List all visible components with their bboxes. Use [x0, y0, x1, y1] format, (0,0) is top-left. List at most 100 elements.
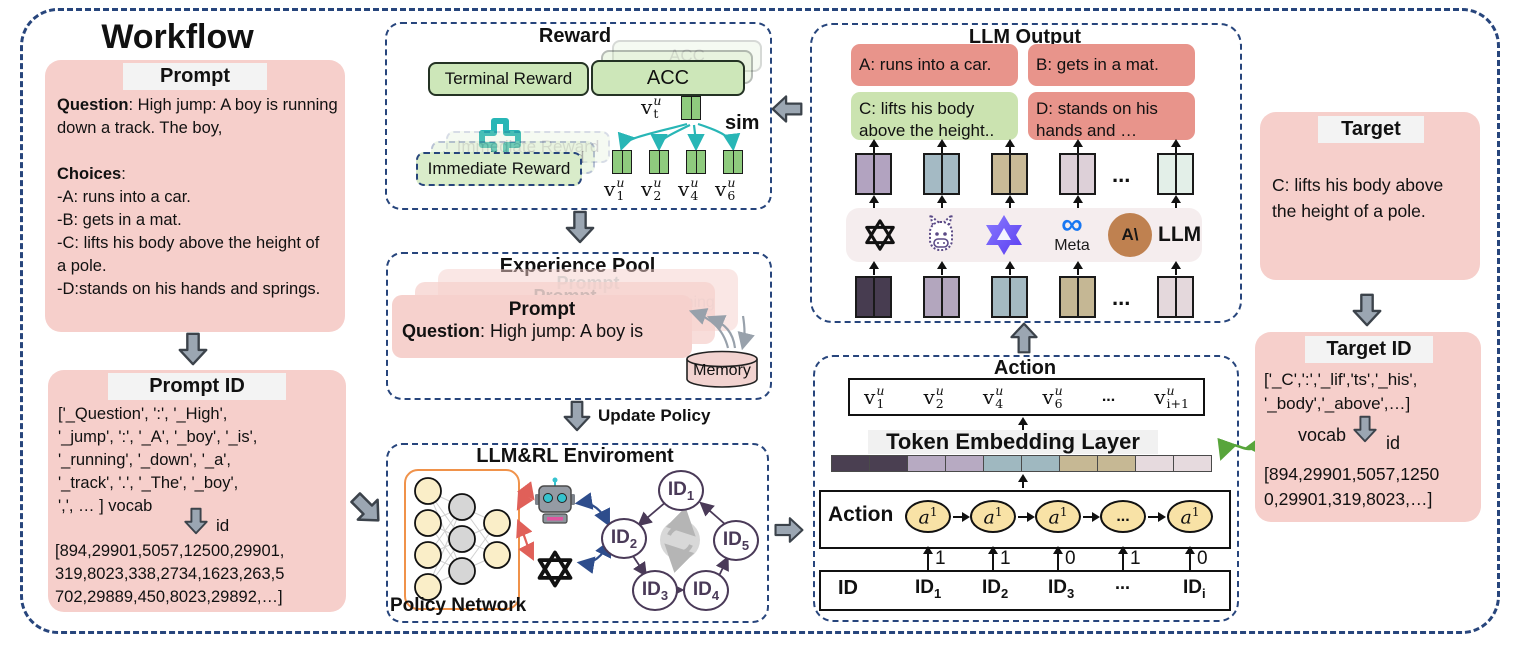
strip-cell [907, 455, 946, 472]
v1-sub: 1 [616, 188, 625, 204]
prompt-id-box [48, 370, 346, 612]
v4-base: v [678, 177, 690, 202]
action-token-a1: a1 [970, 500, 1016, 533]
a-base: a [1048, 506, 1060, 529]
prompt-choice-a: -A: runs into a car. [57, 188, 191, 206]
env-arrows-icon [516, 481, 729, 598]
v2-sub: 2 [653, 188, 662, 204]
arrow-action-to-llm-output-icon [1008, 321, 1040, 355]
gate-arrow-icon [988, 546, 998, 570]
v6-sup: u [727, 175, 736, 190]
v1-cell [612, 150, 632, 174]
id-base: ID [915, 577, 934, 598]
meta-infinity-glyph: ∞ [1061, 208, 1083, 241]
v4-cell [686, 150, 706, 174]
gate-value: 1 [935, 548, 946, 569]
prompt-question: Question: High jump: A boy is running do… [57, 94, 339, 140]
prompt-id-tokens-3: '_running', '_down', '_a', [58, 451, 232, 469]
id3-base: ID [641, 578, 661, 600]
sim-arrows-icon [617, 122, 741, 152]
strip-cell [869, 455, 908, 472]
prompt-choice-c: -C: lifts his body above the height of a… [57, 234, 320, 275]
prompt-id-ids-3: 702,29889,450,8023,29892,…] [55, 588, 283, 606]
env-node-id5: ID5 [713, 520, 759, 561]
a-sup: 1 [994, 504, 1003, 519]
experience-q-text: : High jump: A boy is [480, 321, 644, 341]
id-row-id2: ID2 [982, 577, 1008, 601]
up-arrow-icon [1073, 261, 1083, 275]
prompt-choices-colon: : [121, 165, 126, 183]
arrow-llm-output-to-reward-icon [770, 92, 804, 126]
action-token-a1: a1 [1167, 500, 1213, 533]
strip-cell [1135, 455, 1174, 472]
id3-sub: 3 [660, 587, 669, 603]
outer-dashed-border [20, 8, 1500, 634]
prompt-id-id-label: id [216, 516, 230, 535]
embedding-cell [855, 276, 892, 318]
a-sup: 1 [1191, 504, 1200, 519]
target-id-tokens-2: '_body','_above',…] [1264, 394, 1411, 413]
id2-base: ID [610, 526, 630, 548]
env-node-id2: ID2 [601, 518, 647, 559]
id5-base: ID [722, 528, 742, 550]
policy-network-label: Policy Network [390, 595, 527, 616]
strip-cell [1059, 455, 1098, 472]
v-sub: i+1 [1166, 396, 1189, 411]
llm-output-box [810, 23, 1242, 323]
acc-label: ACC [646, 66, 690, 89]
vocab-to-id-arrow-icon [183, 505, 209, 537]
prompt-box-title: Prompt [123, 63, 267, 90]
v-base: v [982, 385, 995, 409]
embedding-cell [1059, 153, 1096, 195]
target-id-id-label: id [1386, 433, 1401, 453]
up-arrow-icon [869, 139, 879, 153]
target-id-tokens-1: ['_C',':','_lif','ts','_his', [1264, 370, 1418, 389]
openai-logo-icon [533, 548, 577, 595]
embedding-cell [1157, 153, 1194, 195]
arrow-reward-to-experience-icon [564, 208, 596, 246]
strip-cell [1097, 455, 1136, 472]
v-sub: 2 [935, 396, 944, 411]
v-sup: u [935, 382, 944, 398]
prompt-id-tokens-5: ',', … ] vocab [58, 497, 153, 515]
up-arrow-icon [1073, 195, 1083, 208]
up-arrow-icon [1005, 195, 1015, 208]
v-sub: 4 [995, 396, 1004, 411]
token-embedding-strip [831, 455, 1212, 472]
id-sub: 2 [1001, 585, 1009, 601]
a-sup: 1 [1059, 504, 1068, 519]
answer-a-text: A: runs into a car. [859, 55, 992, 74]
up-arrow-icon [869, 195, 879, 208]
id-base: ID [1048, 577, 1067, 598]
up-arrow-icon [937, 195, 947, 208]
anthropic-glyph: A\ [1121, 225, 1139, 244]
vt-base: v [641, 95, 653, 120]
up-arrow-icon [1018, 417, 1028, 432]
prompt-choice-d: -D:stands on his hands and springs. [57, 280, 321, 298]
prompt-id-title: Prompt ID [108, 373, 286, 400]
prompt-id-tokens-1: ['_Question', ':', '_High', [58, 405, 228, 423]
experience-card-title: Prompt [508, 299, 576, 320]
answer-c-text: C: lifts his body above the height.. [859, 99, 995, 140]
id-row-idi: IDi [1183, 577, 1206, 601]
update-policy-label: Update Policy [598, 406, 711, 425]
prompt-choices-label: Choices: [57, 163, 339, 186]
up-arrow-icon [1005, 261, 1015, 275]
env-node-id4: ID4 [683, 570, 729, 611]
id5-sub: 5 [741, 537, 750, 553]
target-title: Target [1318, 116, 1424, 143]
llm-label: LLM [1158, 223, 1202, 246]
prompt-question-text: : High jump: A boy is running down a tra… [57, 96, 338, 137]
up-arrow-icon [937, 261, 947, 275]
a-base: a [918, 506, 930, 529]
v-base: v [1154, 385, 1166, 409]
vt-cell [681, 96, 701, 120]
embedding-cell [991, 153, 1028, 195]
vt-sup: u [653, 93, 662, 108]
embedding-cell [923, 276, 960, 318]
gate-value: 1 [1000, 548, 1011, 569]
prompt-question-label: Question [57, 96, 129, 114]
a-sup: 1 [929, 504, 938, 519]
